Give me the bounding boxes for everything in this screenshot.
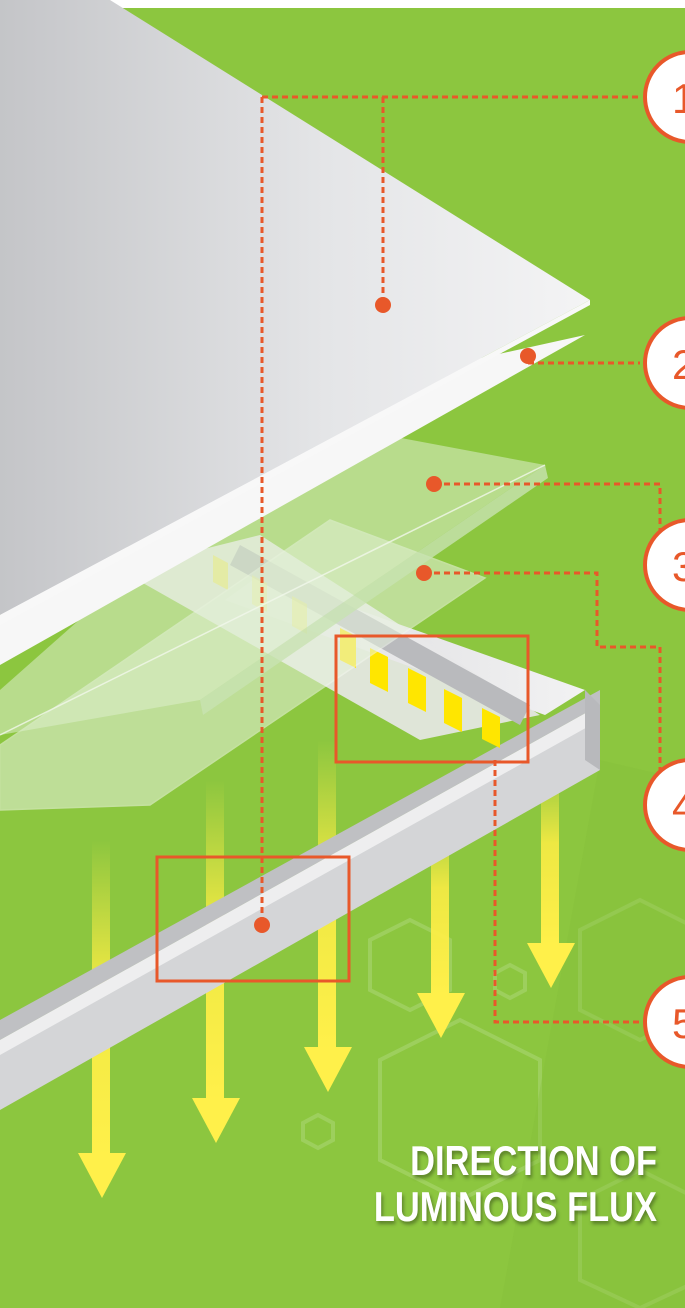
caption-line-2: LUMINOUS FLUX <box>313 1184 657 1230</box>
callout-number-1: 1 <box>672 75 685 122</box>
caption-line-1: DIRECTION OF <box>313 1138 657 1184</box>
callout-number-4: 4 <box>672 783 685 830</box>
callout-number-5: 5 <box>672 1000 685 1047</box>
callout-number-2: 2 <box>672 341 685 388</box>
callout-number-3: 3 <box>672 543 685 590</box>
flux-direction-caption: DIRECTION OF LUMINOUS FLUX <box>313 1138 657 1230</box>
